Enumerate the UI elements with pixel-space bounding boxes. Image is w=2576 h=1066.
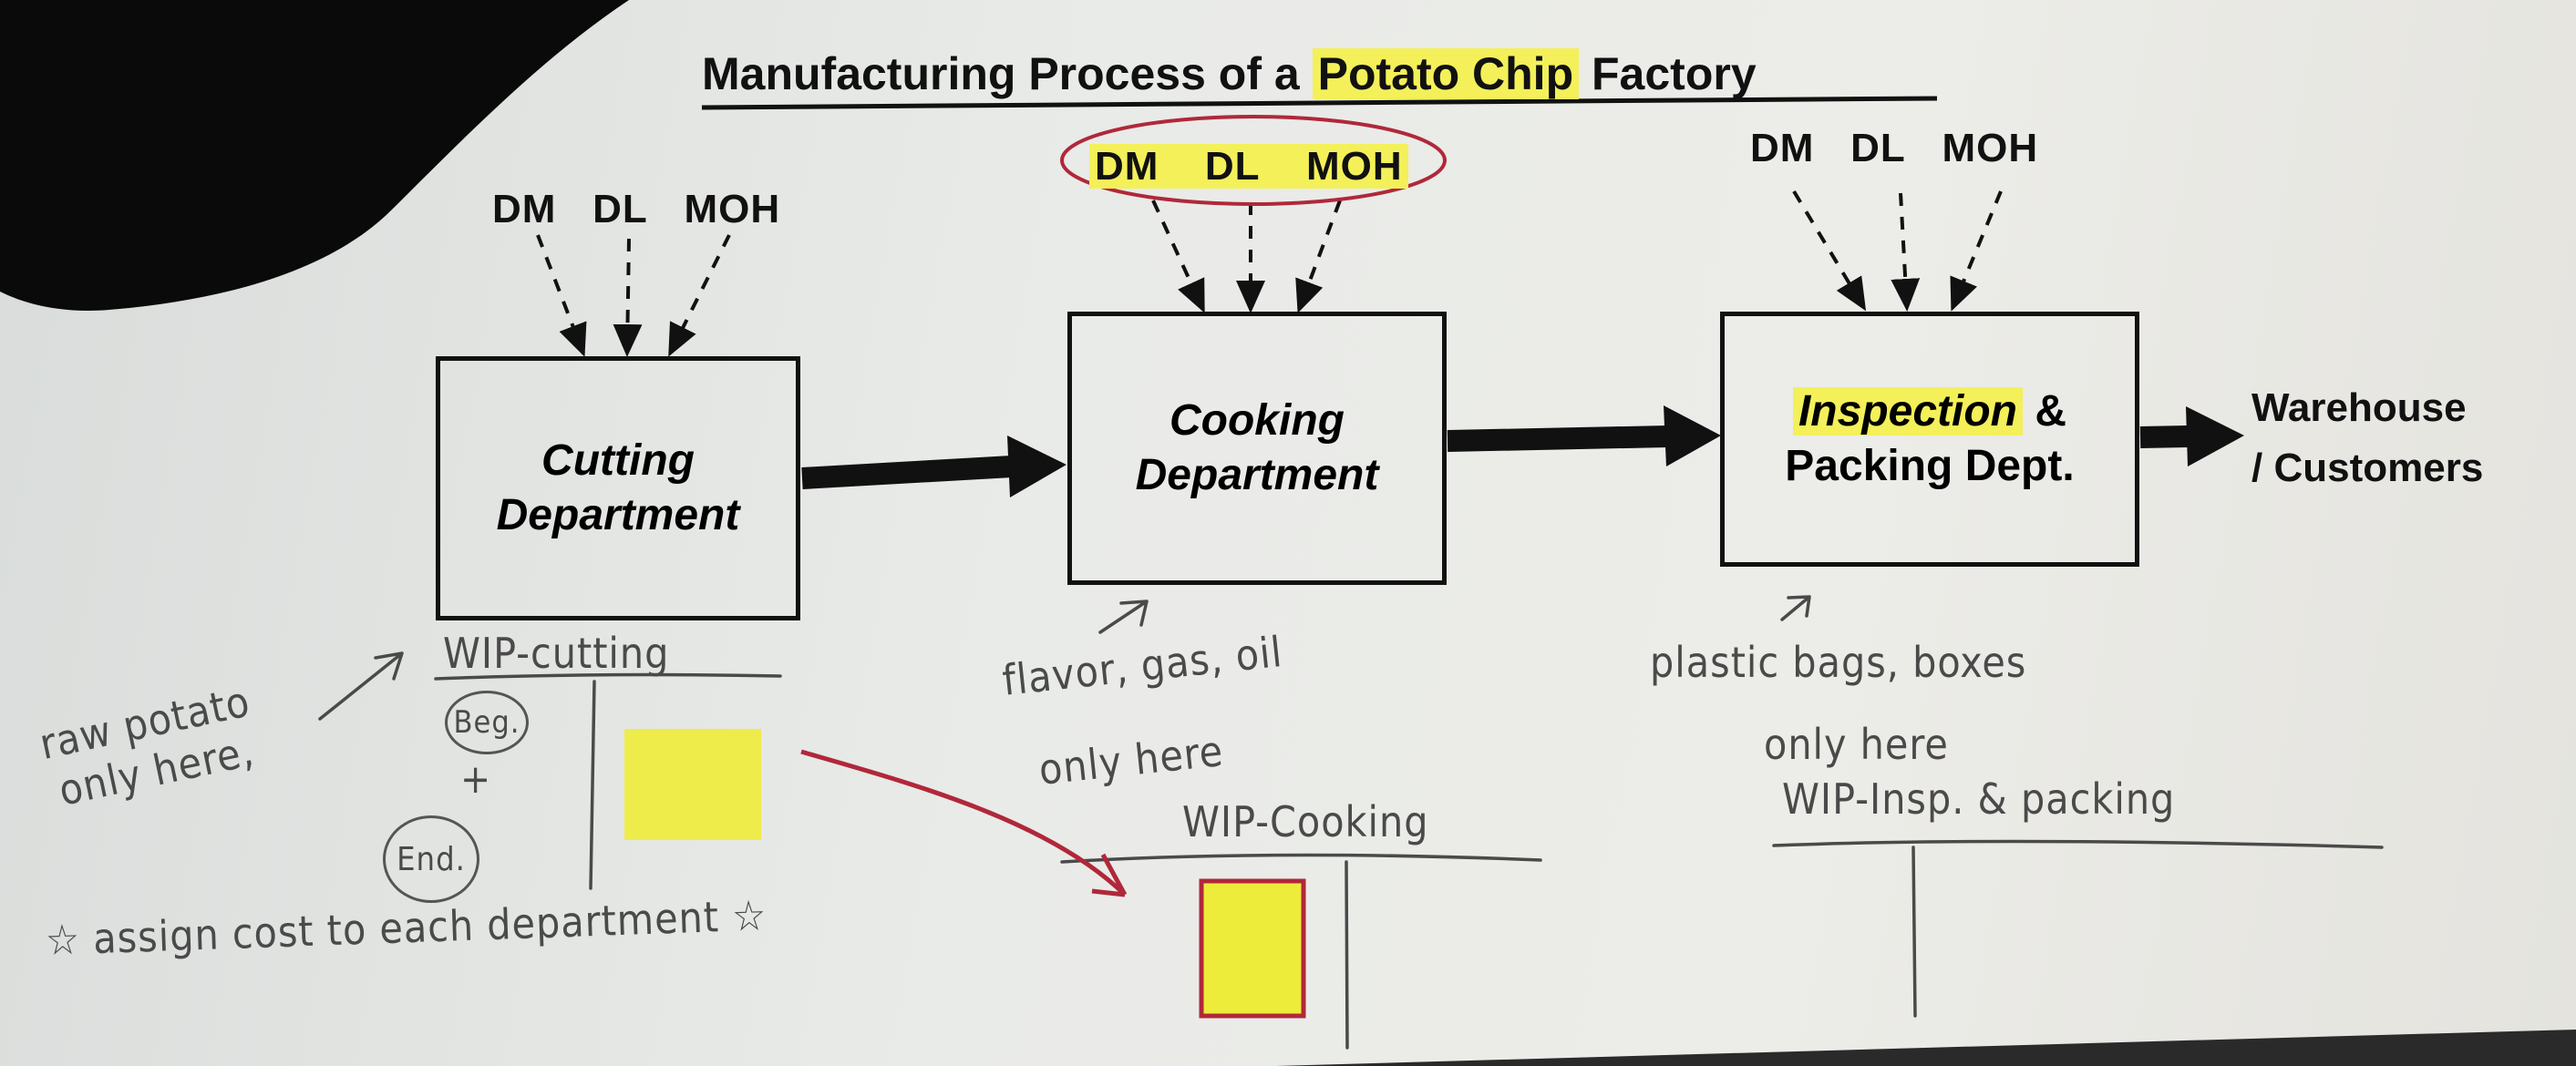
moh-label: MOH (684, 187, 781, 231)
dept-label: Packing Dept. (1785, 442, 2075, 490)
dept-label: Cooking (1170, 396, 1345, 445)
moh-label: MOH (1942, 126, 2039, 170)
page-title: Manufacturing Process of a Potato Chip F… (702, 47, 1757, 100)
title-highlight: Potato Chip (1312, 48, 1580, 99)
wip-cutting-label: WIP-cutting (443, 629, 670, 678)
wip-cooking-label: WIP-Cooking (1182, 797, 1429, 846)
note-packing-materials: plastic bags, boxes (1650, 638, 2027, 687)
inspection-packing-department-box: Inspection & Packing Dept. (1720, 312, 2139, 567)
dl-label: DL (1850, 126, 1906, 170)
dm-label: DM (492, 187, 557, 231)
title-text-end: Factory (1579, 48, 1757, 99)
pencil-marks (318, 595, 2384, 1050)
moh-label: MOH (1301, 144, 1408, 189)
photo-edge (1276, 1030, 2576, 1066)
redaction-blob (0, 0, 629, 311)
dl-label: DL (1199, 144, 1266, 189)
cooking-cost-inputs: DM DL MOH (1089, 144, 1408, 190)
dept-label: & (2023, 387, 2066, 436)
end-circle: End. (383, 815, 479, 903)
red-arrow (800, 749, 1128, 897)
cost-input-arrows (536, 190, 2003, 357)
dept-label: Cutting (541, 436, 695, 485)
flow-arrows (801, 425, 2189, 489)
dept-label: Department (496, 491, 740, 539)
dept-label: Department (1135, 451, 1379, 499)
dm-label: DM (1089, 144, 1165, 189)
wip-packing-label: WIP-Insp. & packing (1782, 774, 2176, 824)
note-only-here: only here (1764, 720, 1949, 769)
dm-label: DM (1750, 126, 1815, 170)
packing-cost-inputs: DM DL MOH (1750, 126, 2038, 171)
title-underline (701, 96, 1938, 110)
red-circle (1060, 115, 1447, 206)
dept-label-highlight: Inspection (1792, 387, 2023, 436)
dl-label: DL (592, 187, 648, 231)
destination-label: Warehouse / Customers (2251, 378, 2483, 498)
destination-line: / Customers (2251, 446, 2484, 490)
yellow-box-cooking (1199, 878, 1306, 1019)
cutting-cost-inputs: DM DL MOH (492, 187, 780, 232)
beg-circle: Beg. (445, 691, 529, 754)
plus-mark: + (460, 756, 492, 803)
destination-line: Warehouse (2251, 385, 2467, 430)
yellow-highlight-cutting (624, 729, 761, 840)
title-text: Manufacturing Process of a (702, 48, 1313, 99)
